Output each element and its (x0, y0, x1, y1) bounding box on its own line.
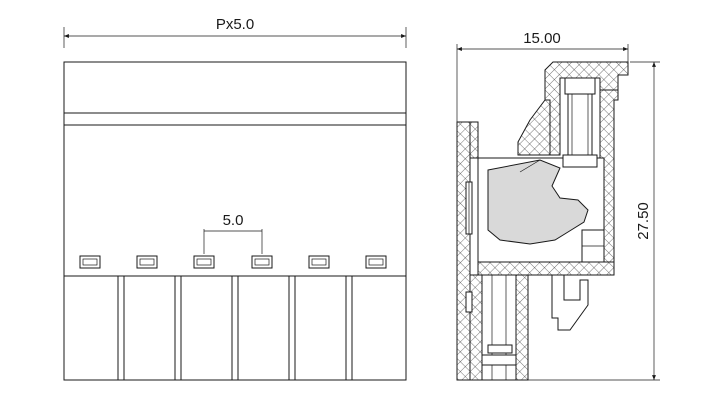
pin-leg (481, 274, 517, 381)
pin-window (193, 255, 215, 269)
contact-cavity (477, 157, 605, 263)
pin-window (79, 255, 101, 269)
side-view: 15.00 27.50 (456, 30, 660, 381)
lock-tab (551, 274, 589, 331)
pitch-label: Px5.0 (216, 16, 254, 33)
window-slots (79, 255, 387, 269)
width-dimension: 15.00 (456, 30, 629, 122)
height-label: 27.50 (635, 202, 652, 240)
pin-window (308, 255, 330, 269)
pitch-dimension: Px5.0 (63, 16, 407, 48)
pin-window (251, 255, 273, 269)
screw-shaft (562, 77, 598, 168)
housing-outline (63, 61, 407, 381)
spacing-label: 5.0 (223, 212, 244, 229)
pin-window (365, 255, 387, 269)
pin-window (136, 255, 158, 269)
width-label: 15.00 (523, 30, 561, 47)
front-view: Px5.0 (63, 16, 407, 381)
height-dimension: 27.50 (528, 61, 660, 381)
pin-sockets (117, 276, 353, 380)
side-latch (465, 181, 473, 313)
spacing-dimension: 5.0 (203, 212, 263, 254)
